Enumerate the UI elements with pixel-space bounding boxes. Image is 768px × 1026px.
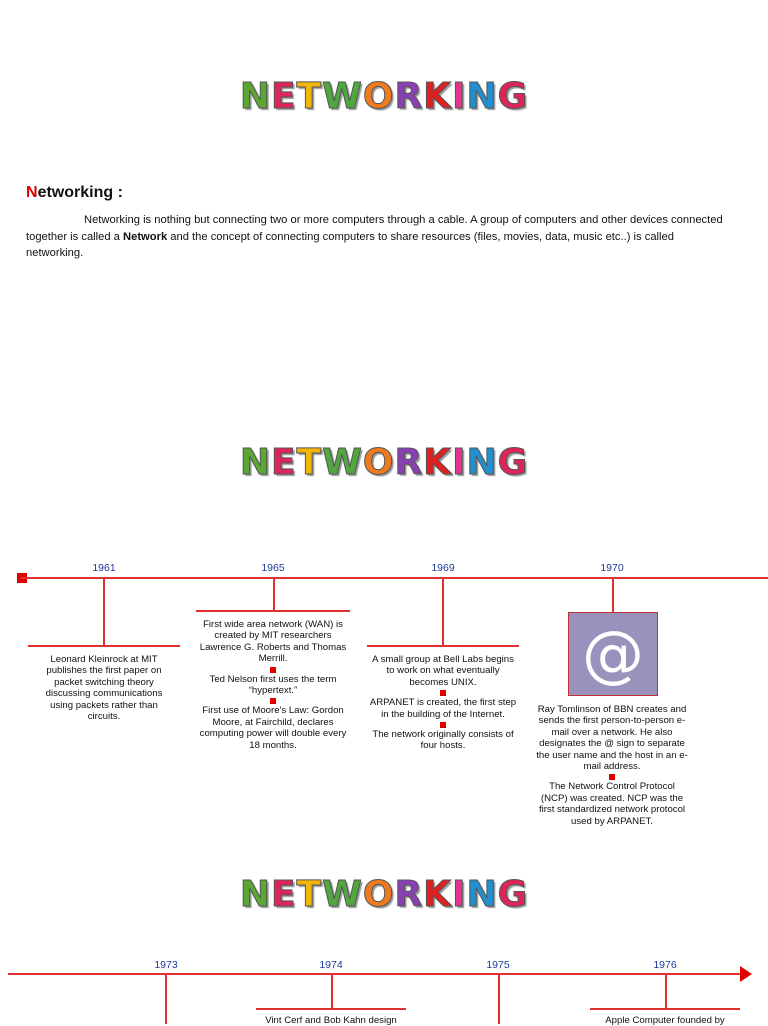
connector-1976	[665, 975, 667, 1008]
title-letter: T	[296, 874, 323, 916]
timeline-2-line	[8, 973, 740, 975]
title-letter: N	[239, 874, 271, 916]
title-letter: E	[270, 442, 297, 484]
title-letter: K	[423, 442, 453, 484]
bullet-marker	[270, 698, 276, 705]
timeline-2-arrow-icon	[740, 966, 752, 982]
connector-1970	[612, 578, 614, 612]
year-1973: 1973	[154, 959, 178, 971]
year-1975: 1975	[486, 959, 510, 971]
connector-1961	[103, 578, 105, 645]
event-1961: Leonard Kleinrock at MIT publishes the f…	[45, 654, 163, 723]
networking-paragraph: Networking is nothing but connecting two…	[26, 212, 726, 262]
bullet-marker	[440, 690, 446, 697]
section-heading: Networking :	[26, 184, 123, 202]
event-1976: Apple Computer founded by	[605, 1015, 725, 1026]
at-sign-icon: @	[568, 612, 658, 696]
title-letter: K	[423, 76, 453, 118]
title-letter: O	[362, 442, 395, 484]
connector-1974	[331, 975, 333, 1008]
timeline-1-line	[20, 577, 768, 579]
title-letter: I	[452, 442, 467, 484]
year-1965: 1965	[261, 562, 285, 574]
title-letter: G	[497, 874, 529, 916]
year-1974: 1974	[319, 959, 343, 971]
divider-1965	[196, 610, 350, 612]
para-part-1: Networking is nothing but connecting two…	[26, 214, 723, 243]
title-networking-1: NETWORKING	[0, 76, 768, 118]
event-1969-hosts: The network originally consists of four …	[372, 729, 514, 752]
title-networking-3: NETWORKING	[0, 874, 768, 916]
year-1969: 1969	[431, 562, 455, 574]
para-part-2: and the concept of connecting computers …	[26, 230, 674, 260]
bullet-marker	[440, 722, 446, 729]
title-networking-2: NETWORKING	[0, 442, 768, 484]
title-letter: I	[452, 874, 467, 916]
title-letter: G	[497, 442, 529, 484]
title-letter: W	[322, 76, 363, 118]
title-letter: E	[270, 874, 297, 916]
title-letter: E	[270, 76, 297, 118]
title-letter: N	[466, 76, 498, 118]
event-1969-arpanet: ARPANET is created, the first step in th…	[369, 697, 517, 720]
title-letter: G	[497, 76, 529, 118]
title-letter: R	[394, 874, 424, 916]
connector-1975	[498, 975, 500, 1024]
at-symbol: @	[582, 617, 644, 690]
year-1976: 1976	[653, 959, 677, 971]
title-letter: K	[423, 874, 453, 916]
divider-1961	[28, 645, 180, 647]
title-letter: R	[394, 442, 424, 484]
event-1965-moores-law: First use of Moore's Law: Gordon Moore, …	[199, 705, 347, 751]
heading-rest: etworking :	[37, 184, 123, 201]
title-letter: W	[322, 874, 363, 916]
title-letter: T	[296, 76, 323, 118]
title-letter: R	[394, 76, 424, 118]
title-letter: N	[466, 874, 498, 916]
event-1965-hypertext: Ted Nelson first uses the term “hypertex…	[209, 673, 337, 697]
divider-1969	[367, 645, 519, 647]
title-letter: O	[362, 76, 395, 118]
title-letter: T	[296, 442, 323, 484]
event-1969: A small group at Bell Labs begins to wor…	[368, 654, 518, 752]
connector-1973	[165, 975, 167, 1024]
divider-1976	[590, 1008, 740, 1010]
divider-1974	[256, 1008, 406, 1010]
event-1974: Vint Cerf and Bob Kahn design	[265, 1015, 397, 1026]
year-1970: 1970	[600, 562, 624, 574]
connector-1969	[442, 578, 444, 645]
title-letter: I	[452, 76, 467, 118]
title-letter: W	[322, 442, 363, 484]
title-letter: O	[362, 874, 395, 916]
event-1970: Ray Tomlinson of BBN creates and sends t…	[536, 704, 688, 827]
event-1969-unix: A small group at Bell Labs begins to wor…	[372, 654, 514, 688]
heading-first-letter: N	[26, 184, 38, 201]
title-letter: N	[239, 442, 271, 484]
year-1961: 1961	[92, 562, 116, 574]
para-bold-network: Network	[123, 230, 168, 243]
connector-1965	[273, 578, 275, 610]
event-1965: First wide area network (WAN) is created…	[198, 619, 348, 751]
title-letter: N	[239, 76, 271, 118]
event-1965-wan: First wide area network (WAN) is created…	[199, 619, 347, 665]
bullet-marker	[609, 774, 615, 781]
event-1970-ncp: The Network Control Protocol (NCP) was c…	[538, 781, 686, 827]
bullet-marker	[270, 666, 276, 673]
event-1970-email: Ray Tomlinson of BBN creates and sends t…	[536, 704, 688, 773]
title-letter: N	[466, 442, 498, 484]
